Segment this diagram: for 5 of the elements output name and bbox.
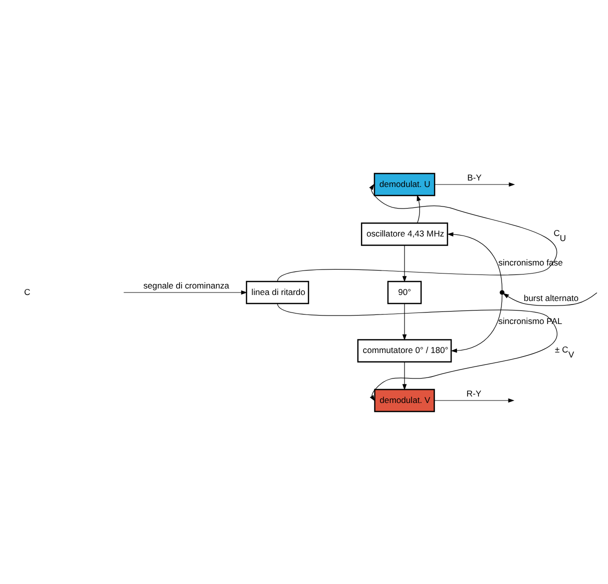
edge-label: segnale di crominanza	[143, 280, 230, 290]
edge-label: B-Y	[467, 172, 482, 182]
edge-label: burst alternato	[524, 292, 579, 303]
label: C	[24, 286, 30, 296]
edge-label: R-Y	[466, 388, 482, 398]
